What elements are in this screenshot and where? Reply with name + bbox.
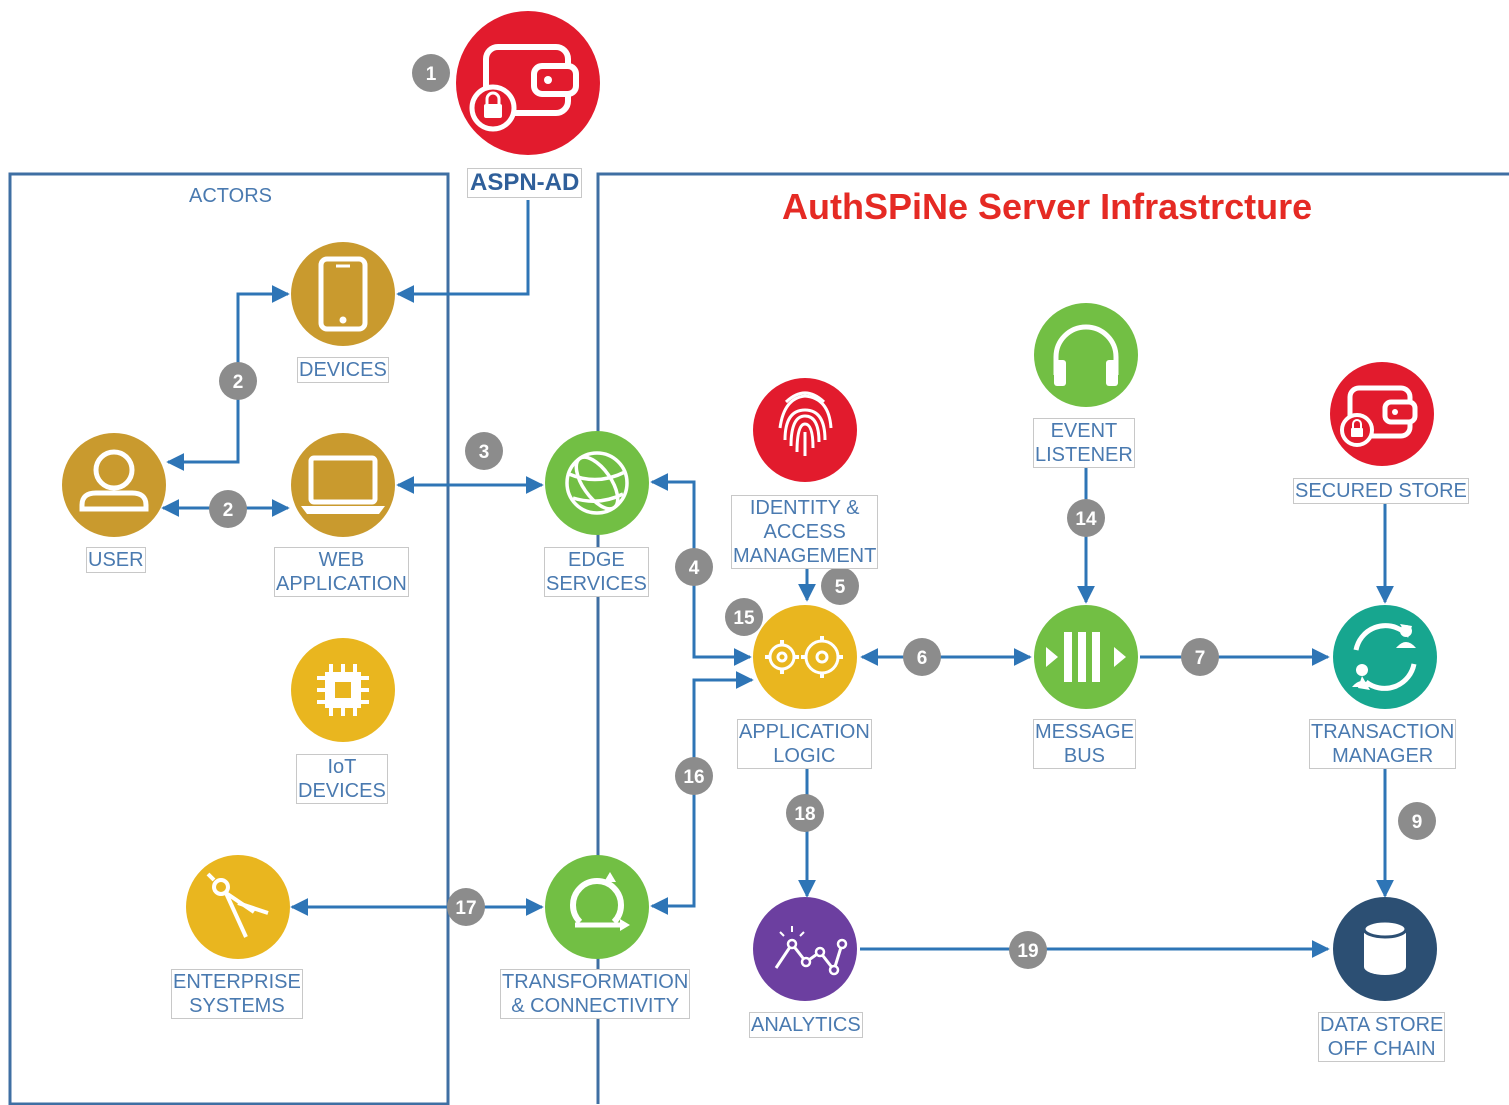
iot-label-line1: IoT [327,756,357,778]
transform-label-line2: & CONNECTIVITY [511,995,680,1017]
svg-text:1: 1 [426,64,437,85]
step-badge-2a: 2 [219,362,257,400]
globe-icon [545,431,649,535]
database-icon [1333,897,1437,1001]
aspn-wallet-icon [456,11,600,155]
step-badge-19: 19 [1009,931,1047,969]
message-bus-icon [1034,605,1138,709]
web-label-line2: APPLICATION [276,573,407,595]
user-label-text: USER [88,549,144,571]
connector-aspn-devices [396,200,530,303]
datastore-label-line2: OFF CHAIN [1327,1038,1436,1060]
edge-label-line1: EDGE [568,549,625,571]
exchange-icon [1333,605,1437,709]
user-icon [62,433,166,537]
actors-group-box [8,172,450,1105]
step-badge-4: 4 [675,548,713,586]
chip-icon [291,638,395,742]
cycle-icon [545,855,649,959]
svg-text:17: 17 [455,898,476,919]
laptop-icon [291,433,395,537]
event-listener-label: EVENT LISTENER [1033,418,1135,468]
aspn-label: ASPN-AD [467,168,583,198]
secured-label-text: SECURED STORE [1295,480,1467,502]
iot-devices-label: IoT DEVICES [296,754,388,804]
svg-text:6: 6 [917,648,928,669]
step-badge-9: 9 [1398,802,1436,840]
step-badge-14: 14 [1067,499,1105,537]
step-badges: 1 2 2 3 4 5 15 6 7 14 9 16 18 17 19 [209,54,1436,969]
analytics-icon [753,897,857,1001]
applogic-label-line2: LOGIC [773,745,836,767]
diagram-title: AuthSPiNe Server Infrastrcture [782,186,1313,227]
enterprise-systems-label: ENTERPRISE SYSTEMS [171,969,303,1019]
bus-label-line2: BUS [1063,745,1106,767]
web-label-line1: WEB [318,549,365,571]
step-badge-18: 18 [786,794,824,832]
svg-text:19: 19 [1017,941,1038,962]
step-badge-7: 7 [1181,638,1219,676]
step-badge-5: 5 [821,567,859,605]
devices-label-text: DEVICES [299,359,387,381]
svg-text:16: 16 [683,767,704,788]
fingerprint-icon [753,378,857,482]
devices-label: DEVICES [297,357,389,383]
step-badge-16: 16 [675,757,713,795]
headphones-icon [1034,303,1138,407]
txn-label-line2: MANAGER [1332,745,1434,767]
identity-label-line2: ACCESS [763,521,846,543]
svg-text:18: 18 [794,804,815,825]
datastore-label-line1: DATA STORE [1320,1014,1444,1036]
svg-text:7: 7 [1195,648,1206,669]
smartphone-icon [291,242,395,346]
svg-text:5: 5 [835,577,846,598]
transaction-manager-label: TRANSACTION MANAGER [1309,719,1457,769]
bus-label-line1: MESSAGE [1035,721,1134,743]
svg-text:15: 15 [733,608,755,629]
svg-text:14: 14 [1075,509,1097,530]
identity-access-label: IDENTITY & ACCESS MANAGEMENT [731,495,879,569]
iot-label-line2: DEVICES [298,780,386,802]
event-label-line2: LISTENER [1035,444,1133,466]
svg-text:4: 4 [689,558,700,579]
identity-label-line3: MANAGEMENT [733,545,877,567]
transform-label-line1: TRANSFORMATION [502,971,689,993]
web-application-label: WEB APPLICATION [274,547,409,597]
message-bus-label: MESSAGE BUS [1033,719,1136,769]
enterprise-label-line2: SYSTEMS [189,995,285,1017]
step-badge-6: 6 [903,638,941,676]
gears-icon [753,605,857,709]
actors-heading: ACTORS [189,185,272,207]
user-label: USER [86,547,146,573]
application-logic-label: APPLICATION LOGIC [737,719,872,769]
compass-icon [186,855,290,959]
transformation-label: TRANSFORMATION & CONNECTIVITY [500,969,691,1019]
secured-store-label: SECURED STORE [1293,478,1469,504]
analytics-label: ANALYTICS [749,1012,863,1038]
svg-text:9: 9 [1412,812,1423,833]
step-badge-2b: 2 [209,490,247,528]
step-badge-3: 3 [465,432,503,470]
secured-wallet-icon [1330,362,1434,466]
enterprise-label-line1: ENTERPRISE [173,971,301,993]
txn-label-line1: TRANSACTION [1311,721,1455,743]
event-label-line1: EVENT [1050,420,1118,442]
data-store-label: DATA STORE OFF CHAIN [1318,1012,1446,1062]
identity-label-line1: IDENTITY & [749,497,860,519]
svg-text:2: 2 [223,500,234,521]
svg-text:2: 2 [233,372,244,393]
analytics-label-text: ANALYTICS [751,1014,861,1036]
svg-text:3: 3 [479,442,490,463]
step-badge-17: 17 [447,888,485,926]
applogic-label-line1: APPLICATION [739,721,870,743]
step-badge-1: 1 [412,54,450,92]
step-badge-15: 15 [725,598,763,636]
server-group-box [596,172,1509,1104]
edge-services-label: EDGE SERVICES [544,547,649,597]
edge-label-line2: SERVICES [546,573,647,595]
